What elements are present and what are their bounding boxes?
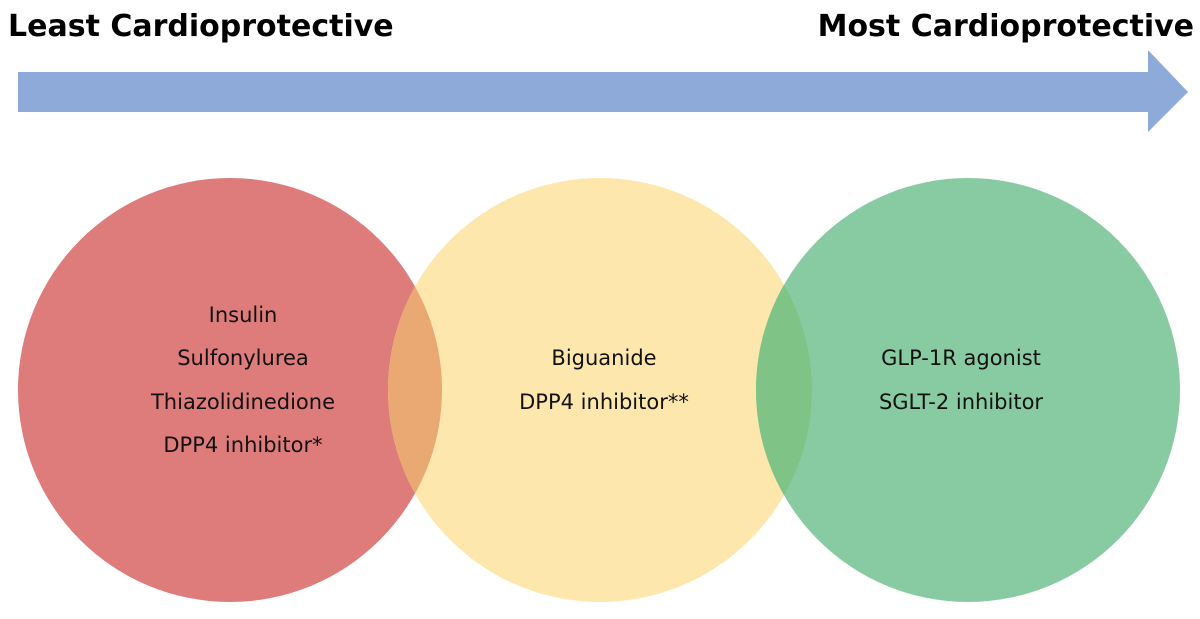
heading-most-cardioprotective: Most Cardioprotective [817, 9, 1194, 44]
heading-least-cardioprotective: Least Cardioprotective [8, 9, 394, 44]
least-item-insulin: Insulin [209, 303, 278, 327]
cardioprotection-arrow [18, 50, 1188, 132]
most-item-glp1r-agonist: GLP-1R agonist [881, 346, 1041, 370]
least-item-dpp4-inhibitor: DPP4 inhibitor* [163, 433, 322, 457]
least-cardioprotective-circle [18, 178, 442, 602]
most-item-sglt2-inhibitor: SGLT-2 inhibitor [879, 390, 1043, 414]
middle-item-dpp4-inhibitor: DPP4 inhibitor** [519, 390, 689, 414]
least-item-thiazolidinedione: Thiazolidinedione [150, 390, 335, 414]
middle-cardioprotective-circle [388, 178, 812, 602]
most-cardioprotective-circle [756, 178, 1180, 602]
middle-item-biguanide: Biguanide [551, 346, 656, 370]
least-item-sulfonylurea: Sulfonylurea [177, 346, 309, 370]
